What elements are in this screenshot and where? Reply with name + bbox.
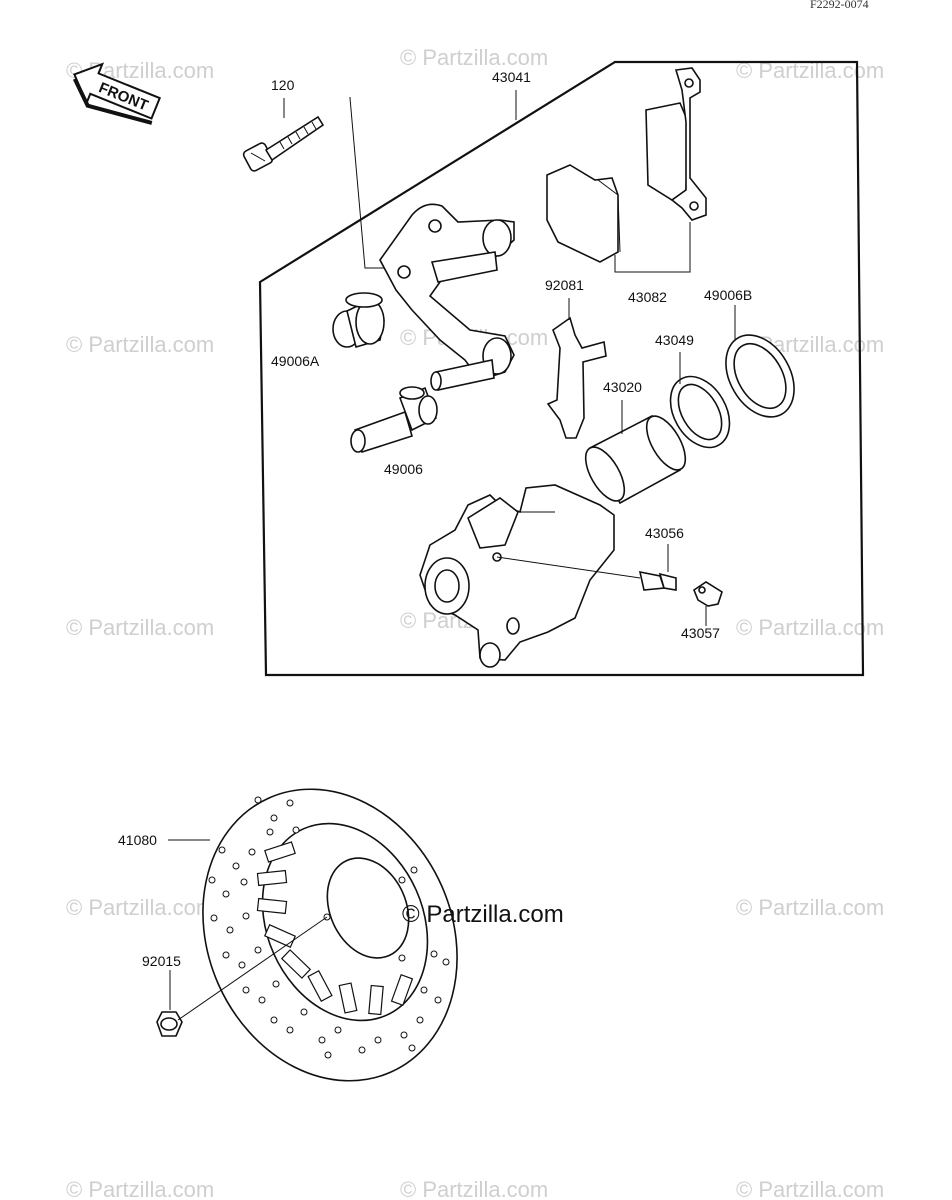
pin-49006 <box>350 386 438 454</box>
piston-43020 <box>584 400 687 505</box>
label-120: 120 <box>271 77 295 93</box>
watermark: © Partzilla.com <box>66 332 214 357</box>
caliper-bracket <box>379 203 515 391</box>
watermark: © Partzilla.com <box>400 1177 548 1200</box>
watermark: © Partzilla.com <box>736 615 884 640</box>
cap-43057 <box>693 581 723 626</box>
label-41080: 41080 <box>118 832 157 848</box>
brake-disc-41080 <box>168 788 458 1082</box>
watermark: © Partzilla.com <box>66 895 214 920</box>
label-43049: 43049 <box>655 332 694 348</box>
caliper-assembly-frame <box>258 60 865 677</box>
label-43041: 43041 <box>492 69 531 85</box>
watermark: © Partzilla.com <box>736 1177 884 1200</box>
bolt-120 <box>242 97 395 269</box>
brake-pads-43082 <box>546 67 707 273</box>
label-43020: 43020 <box>603 379 642 395</box>
label-43057: 43057 <box>681 625 720 641</box>
label-49006: 49006 <box>384 461 423 477</box>
nut-92015 <box>156 916 328 1037</box>
label-49006b: 49006B <box>704 287 752 303</box>
label-43082: 43082 <box>628 289 667 305</box>
watermark: © Partzilla.com <box>400 45 548 70</box>
watermark: © Partzilla.com <box>66 615 214 640</box>
seal-43049 <box>669 352 731 449</box>
label-43056: 43056 <box>645 525 684 541</box>
label-92015: 92015 <box>142 953 181 969</box>
boot-49006a <box>332 292 385 349</box>
boot-49006b <box>725 305 795 418</box>
label-49006a: 49006A <box>271 353 320 369</box>
reference-code: F2292-0074 <box>810 0 869 11</box>
caliper-body <box>419 484 615 668</box>
bleeder-43056 <box>496 544 677 591</box>
watermark-center: © Partzilla.com <box>402 901 564 928</box>
watermark: © Partzilla.com <box>736 895 884 920</box>
watermark: © Partzilla.com <box>66 1177 214 1200</box>
part-labels: 120 43041 92081 43082 49006B 49006A 4304… <box>118 69 752 969</box>
label-92081: 92081 <box>545 277 584 293</box>
spring-92081 <box>546 298 607 439</box>
